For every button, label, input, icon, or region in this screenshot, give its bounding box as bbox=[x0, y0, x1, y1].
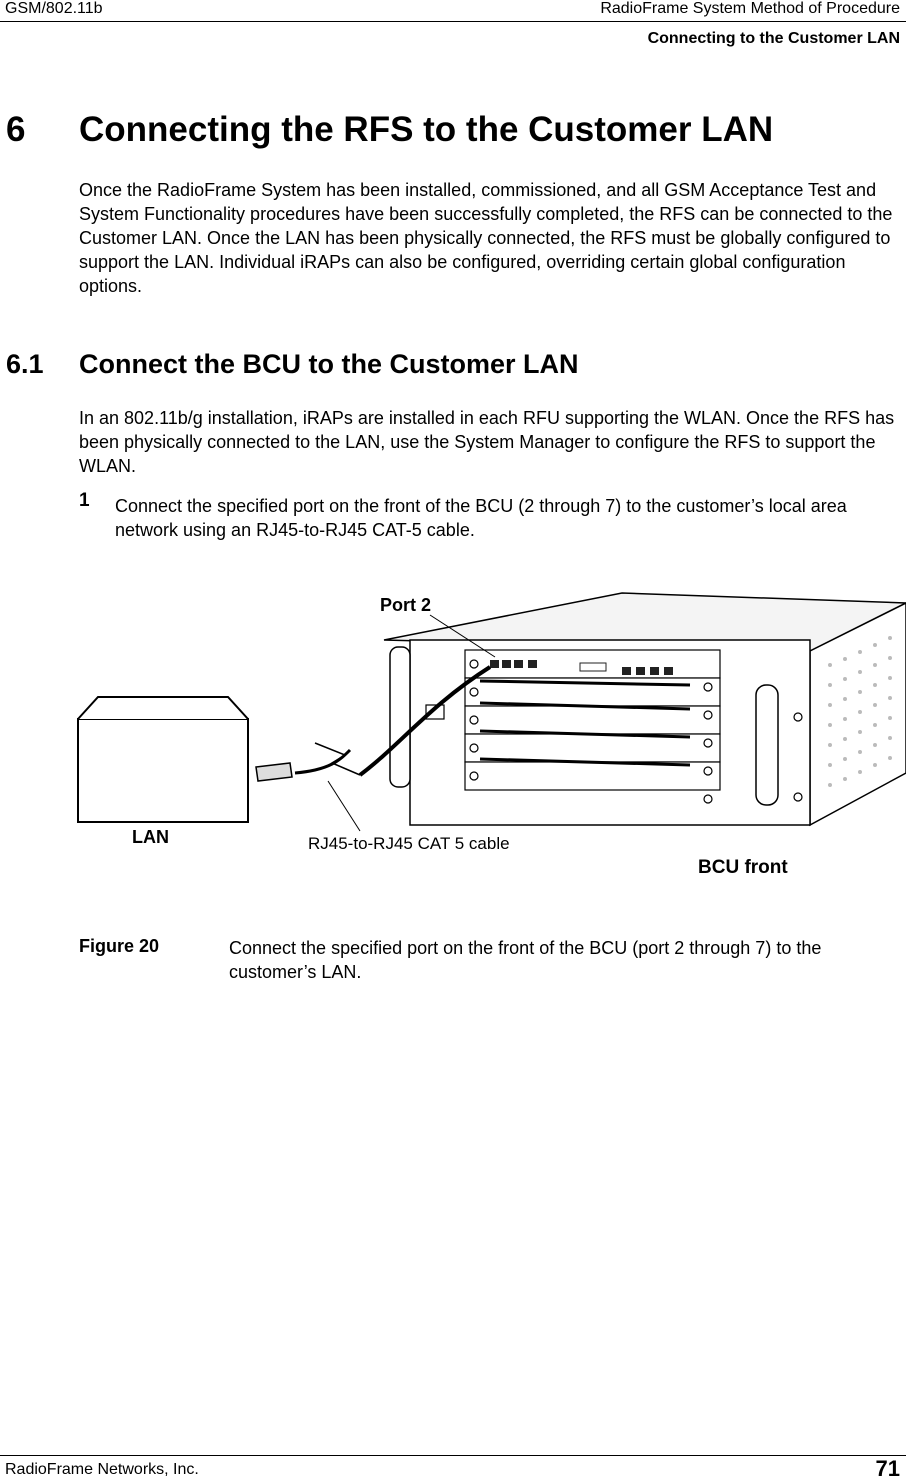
logo-block bbox=[425, 704, 445, 720]
step-text: Connect the specified port on the front … bbox=[115, 496, 847, 540]
section-intro: Once the RadioFrame System has been inst… bbox=[79, 180, 893, 296]
screws bbox=[469, 659, 803, 804]
section-number: 6 bbox=[6, 110, 26, 149]
page-number: 71 bbox=[875, 1456, 900, 1481]
figure-caption-label: Figure 20 bbox=[79, 936, 160, 956]
header-rule bbox=[0, 21, 906, 22]
rj45-ports bbox=[490, 660, 673, 675]
vent-holes bbox=[828, 636, 892, 787]
subsection-number: 6.1 bbox=[6, 349, 44, 379]
lan-box bbox=[77, 696, 249, 823]
header-subtitle: Connecting to the Customer LAN bbox=[647, 30, 900, 47]
footer-rule bbox=[0, 1455, 906, 1456]
label-lan: LAN bbox=[132, 827, 169, 847]
figure-illustration: Port 2 LAN RJ45-to-RJ45 CAT 5 cable BCU … bbox=[77, 592, 906, 878]
step-number: 1 bbox=[79, 490, 90, 511]
subsection-intro: In an 802.11b/g installation, iRAPs are … bbox=[79, 408, 895, 476]
figure-caption-text: Connect the specified port on the front … bbox=[229, 938, 822, 982]
leader-lines bbox=[327, 614, 496, 832]
subsection-title: Connect the BCU to the Customer LAN bbox=[79, 349, 579, 379]
section-title: Connecting the RFS to the Customer LAN bbox=[79, 110, 774, 149]
header-left: GSM/802.11b bbox=[5, 0, 103, 17]
figure-bcu-lan: Port 2 LAN RJ45-to-RJ45 CAT 5 cable BCU … bbox=[70, 585, 906, 885]
label-bcu-front: BCU front bbox=[698, 857, 788, 878]
label-cable: RJ45-to-RJ45 CAT 5 cable bbox=[308, 834, 510, 853]
label-port: Port 2 bbox=[380, 595, 431, 615]
footer-company: RadioFrame Networks, Inc. bbox=[5, 1461, 199, 1478]
card-slots bbox=[464, 649, 721, 791]
cable bbox=[255, 665, 492, 782]
header-right: RadioFrame System Method of Procedure bbox=[600, 0, 900, 17]
